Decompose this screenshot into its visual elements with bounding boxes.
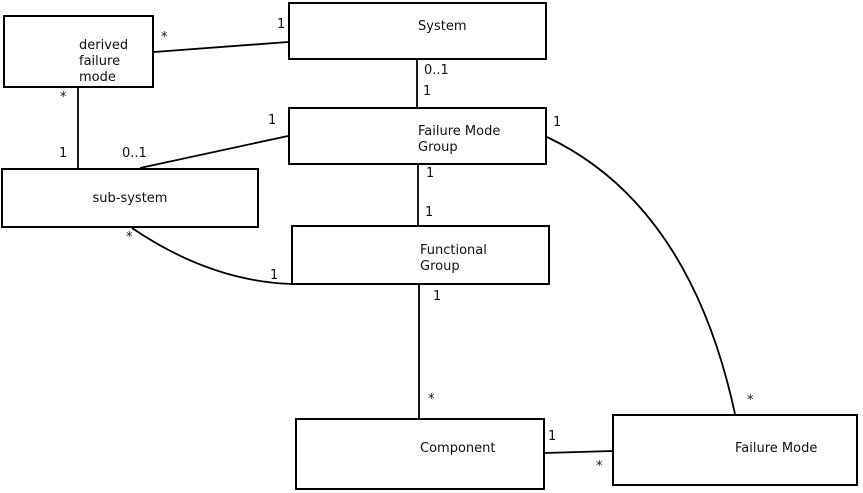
multiplicity-component-fm-near-fm: * — [596, 459, 603, 474]
connector-derived-system — [153, 41, 289, 53]
multiplicity-subsystem-fg-near-fg: 1 — [270, 268, 279, 283]
multiplicity-fmg-subsystem-near-subsystem: 0..1 — [122, 146, 147, 161]
multiplicity-fg-component-near-fg: 1 — [433, 289, 442, 304]
box-label: Functional — [420, 243, 487, 258]
connector-fmg-subsystem — [139, 135, 289, 169]
multiplicity-fmg-fg-near-fg: 1 — [425, 205, 434, 220]
box-failure-mode: Failure Mode — [612, 414, 858, 486]
multiplicity-fg-component-near-component: * — [428, 392, 435, 407]
multiplicity-derived-subsystem-near-subsystem: 1 — [59, 146, 68, 161]
multiplicity-fmg-fm-near-fm: * — [747, 393, 754, 408]
multiplicity-derived-subsystem-near-derived: * — [60, 90, 67, 105]
connector-component-failuremode — [544, 450, 613, 454]
box-functional-group: Functional Group — [291, 225, 550, 285]
connector-fmg-failuremode — [546, 136, 736, 415]
box-failure-mode-group: Failure Mode Group — [288, 107, 547, 165]
box-label: Failure Mode — [735, 441, 818, 456]
box-label: System — [418, 19, 467, 34]
multiplicity-component-fm-near-component: 1 — [548, 429, 557, 444]
multiplicity-fmg-fm-near-fmg: 1 — [553, 115, 562, 130]
multiplicity-system-fmg-near-fmg: 1 — [423, 84, 432, 99]
box-system: System — [288, 2, 547, 60]
multiplicity-fmg-fg-near-fmg: 1 — [426, 166, 435, 181]
box-label: Group — [420, 259, 460, 274]
box-label: derived — [79, 38, 129, 53]
multiplicity-subsystem-fg-near-subsystem: * — [126, 230, 133, 245]
box-label: Failure Mode — [418, 124, 501, 139]
box-label: sub-system — [92, 191, 168, 206]
box-sub-system: sub-system — [1, 168, 259, 228]
box-component: Component — [295, 418, 545, 490]
box-label: mode — [79, 70, 116, 85]
box-label: Group — [418, 140, 458, 155]
multiplicity-system-fmg-near-system: 0..1 — [424, 63, 449, 78]
connector-subsystem-fg — [131, 227, 292, 285]
multiplicity-fmg-subsystem-near-fmg: 1 — [268, 113, 277, 128]
multiplicity-derived-system-near-system: 1 — [277, 17, 286, 32]
multiplicity-derived-system-near-derived: * — [161, 30, 168, 45]
box-label: Component — [420, 441, 496, 456]
box-derived-failure-mode: derived failure mode — [3, 15, 154, 88]
box-label: failure — [79, 54, 121, 69]
